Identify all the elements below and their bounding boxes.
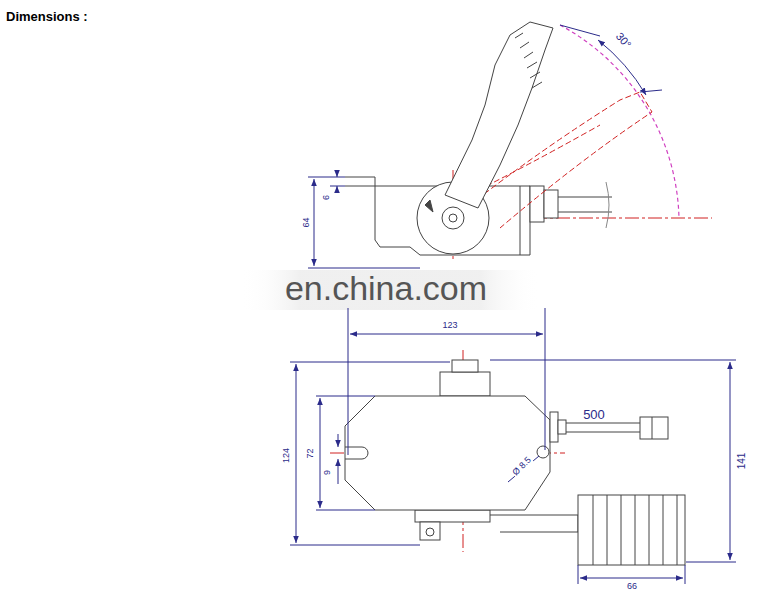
cable-length: 500	[582, 408, 606, 421]
hole-diameter: Ø 8.5	[510, 454, 533, 477]
dimension-label: 123	[441, 321, 458, 330]
dimension-label: 141	[737, 452, 747, 471]
page-title: Dimensions :	[6, 9, 88, 24]
dimension-label: 72	[305, 447, 314, 459]
dimension-label: 66	[626, 582, 638, 591]
watermark-band	[240, 270, 540, 310]
dimension-label: 6	[322, 193, 331, 200]
watermark: en.china.com	[284, 271, 488, 305]
angle-dimension: 30°	[613, 29, 633, 50]
dimension-label: 64	[301, 216, 310, 228]
dimension-label: 124	[283, 446, 292, 463]
dimension-label: 9	[323, 468, 332, 475]
plan-view	[290, 308, 736, 584]
side-view	[308, 22, 712, 268]
